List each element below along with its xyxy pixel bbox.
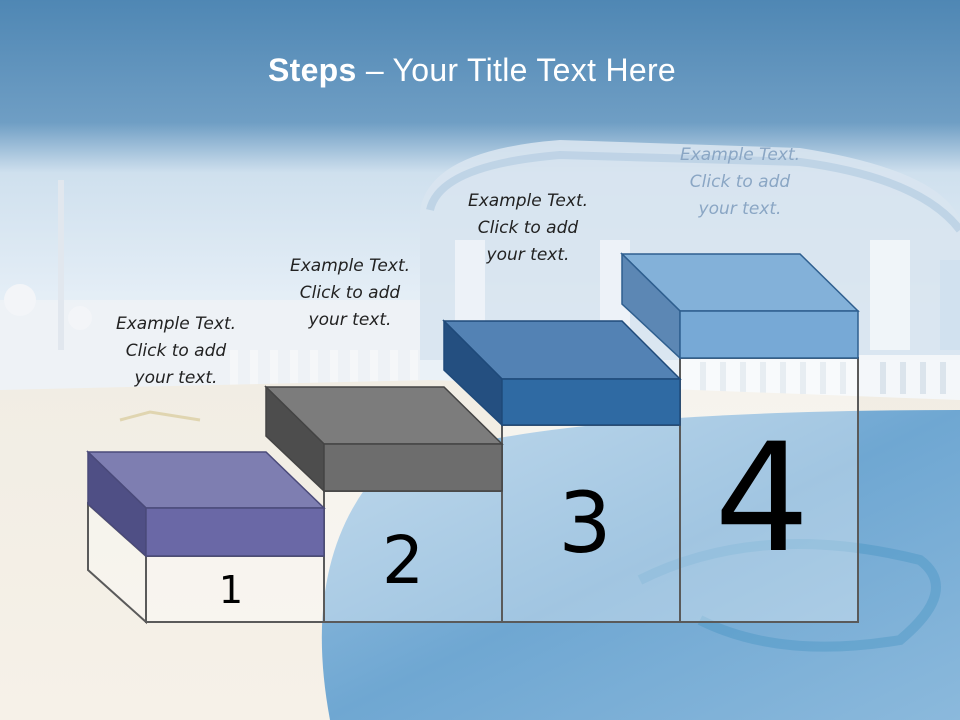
step-2-block[interactable]: [264, 385, 504, 493]
step-3-caption-line-1: Example Text.: [467, 191, 589, 211]
step-1-block[interactable]: [86, 450, 326, 558]
step-4-caption-line-3: your text.: [698, 199, 782, 219]
step-3-caption-line-3: your text.: [486, 245, 570, 265]
step-1-caption[interactable]: Example Text. Click to add your text.: [96, 311, 256, 392]
step-1-caption-line-1: Example Text.: [115, 314, 237, 334]
step-4-caption-line-2: Click to add: [689, 172, 791, 192]
title-bold: Steps: [267, 52, 357, 88]
step-3-block[interactable]: [442, 319, 682, 427]
step-1-caption-line-3: your text.: [134, 368, 218, 388]
step-4-block[interactable]: [620, 252, 860, 360]
step-1-column: [145, 555, 325, 623]
step-4-front: [679, 310, 859, 359]
step-3-number: 3: [558, 474, 612, 572]
title-rest: – Your Title Text Here: [356, 52, 677, 88]
step-1-number: 1: [218, 568, 244, 612]
step-columns: [87, 357, 859, 625]
step-3-caption[interactable]: Example Text. Click to add your text.: [448, 188, 608, 269]
step-1-front: [145, 507, 325, 557]
step-4-caption[interactable]: Example Text. Click to add your text.: [660, 142, 820, 223]
step-2-number: 2: [382, 522, 424, 599]
step-2-caption-line-2: Click to add: [299, 283, 401, 303]
step-3-caption-line-2: Click to add: [477, 218, 579, 238]
step-2-caption-line-1: Example Text.: [289, 256, 411, 276]
step-2-caption-line-3: your text.: [308, 310, 392, 330]
step-2-column: [323, 490, 503, 623]
step-4-column: [679, 357, 859, 623]
step-2-caption[interactable]: Example Text. Click to add your text.: [270, 253, 430, 334]
slide-title[interactable]: Steps – Your Title Text Here: [0, 52, 944, 89]
step-4-caption-line-1: Example Text.: [679, 145, 801, 165]
step-3-column: [501, 424, 681, 623]
step-1-caption-line-2: Click to add: [125, 341, 227, 361]
step-4-number: 4: [714, 412, 810, 586]
step-2-front: [323, 443, 503, 492]
step-3-front: [501, 378, 681, 426]
